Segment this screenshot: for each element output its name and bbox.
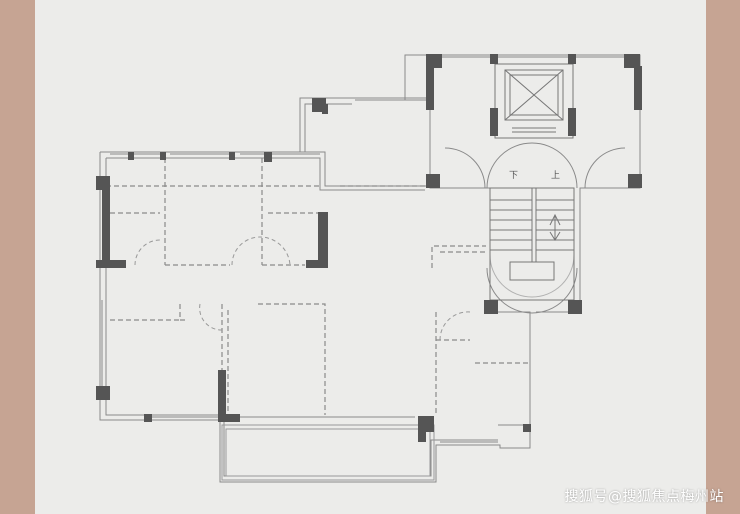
top-room-wall [100,151,430,187]
plan-paper [35,0,706,514]
outer-wall-inner [105,158,498,477]
staircase [489,187,575,301]
elevator [494,63,574,139]
notch-wall [299,97,430,152]
left-border-texture [0,0,35,514]
right-border-texture [706,0,740,514]
structural-columns [96,54,642,442]
notch-wall-inner [304,103,352,152]
stair-down-label: 下 [509,171,518,181]
top-room-wall-inner [106,157,425,191]
outer-wall [99,54,641,483]
watermark: 搜狐号@搜狐焦点梅州站 [564,489,724,505]
stair-up-label: 上 [551,170,560,181]
